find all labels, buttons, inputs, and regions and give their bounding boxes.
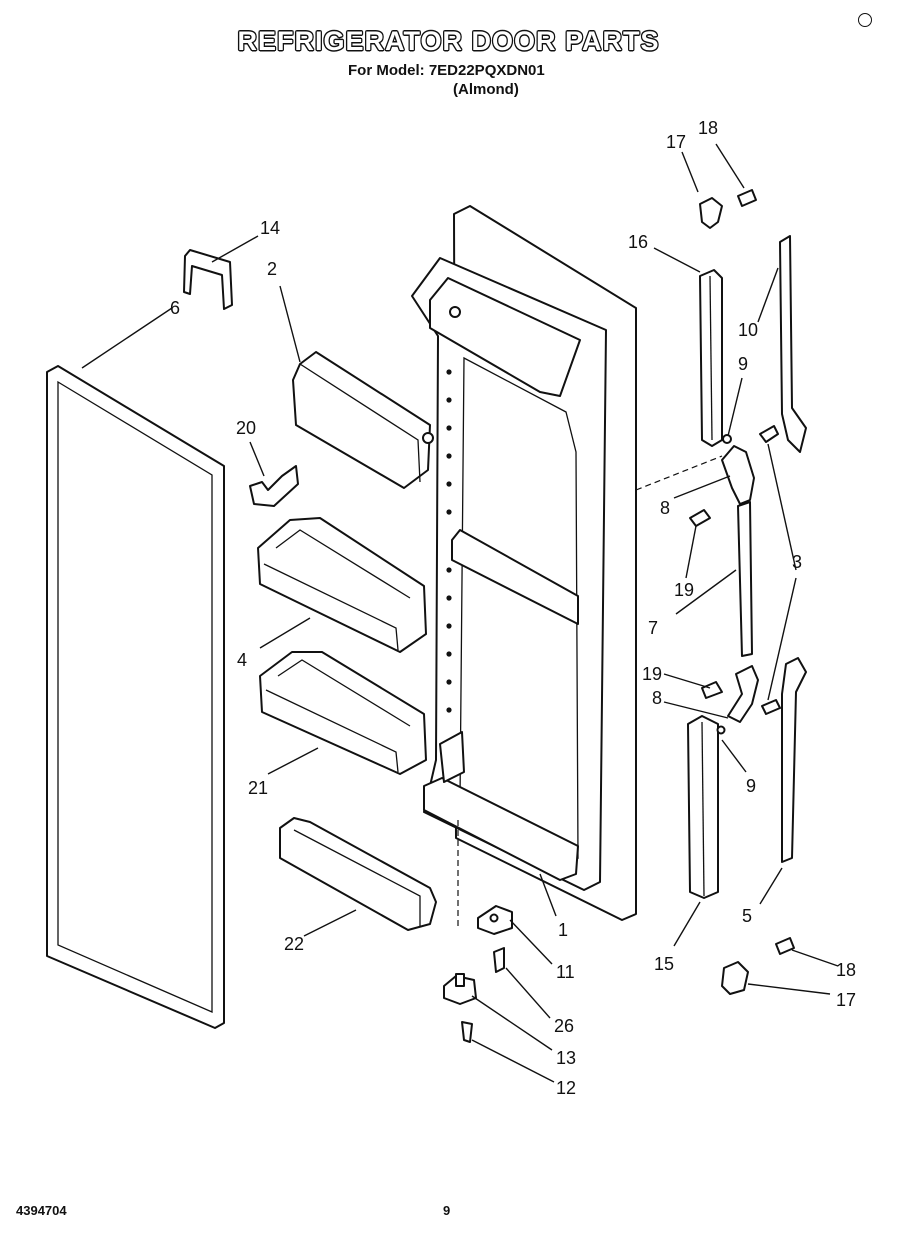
callout-17-bottom: 17 [836, 990, 856, 1010]
upper-trim-part [779, 235, 807, 453]
middle-trim-part [737, 501, 753, 657]
model-line: For Model: 7ED22PQXDN01 [348, 62, 545, 79]
leader-lines [81, 143, 839, 1083]
callout-12: 12 [556, 1078, 576, 1098]
callout-4: 4 [237, 650, 247, 670]
callout-5: 5 [742, 906, 752, 926]
gasket-part [46, 365, 225, 1029]
bottom-hinge-part [443, 973, 477, 1005]
bottom-bracket-part [477, 905, 513, 935]
callout-18-top: 18 [698, 118, 718, 138]
top-shelf-part [292, 351, 434, 489]
bottom-bin-part [279, 817, 437, 931]
page-number: 9 [443, 1203, 451, 1218]
bottom-cap-part [721, 961, 749, 995]
shelf-end-part [183, 249, 233, 310]
top-cap-screw-part [737, 189, 757, 207]
color-note: (Almond) [453, 81, 519, 98]
callout-2: 2 [267, 259, 277, 279]
callout-14: 14 [260, 218, 280, 238]
callout-10: 10 [738, 320, 758, 340]
clip-part [249, 465, 299, 507]
top-cap-part [699, 197, 723, 229]
callout-21: 21 [248, 778, 268, 798]
lower-handle-part [687, 715, 726, 899]
callout-22: 22 [284, 934, 304, 954]
callout-labels: 6 14 2 20 4 21 22 1 11 26 13 12 17 18 16… [170, 118, 856, 1098]
callout-9-top: 9 [738, 354, 748, 374]
small-screw-part [493, 947, 505, 973]
callout-7: 7 [648, 618, 658, 638]
callout-13: 13 [556, 1048, 576, 1068]
page-title: REFRIGERATOR DOOR PARTS [237, 26, 660, 56]
upper-handle-part [699, 269, 723, 447]
callout-15: 15 [654, 954, 674, 974]
lower-hinge-pin-part [761, 699, 781, 715]
lower-hinge-part [727, 665, 759, 723]
bottom-screw-part [461, 1021, 473, 1043]
lower-trim-part [781, 657, 807, 863]
callout-8-bottom: 8 [652, 688, 662, 708]
assembly-line-upper [635, 455, 723, 491]
callout-16: 16 [628, 232, 648, 252]
callout-1: 1 [558, 920, 568, 940]
callout-26: 26 [554, 1016, 574, 1036]
callout-20: 20 [236, 418, 256, 438]
callout-19-bottom: 19 [642, 664, 662, 684]
lower-hinge-screw-part [701, 681, 723, 699]
callout-9-bottom: 9 [746, 776, 756, 796]
callout-11: 11 [556, 962, 575, 982]
upper-hinge-screw-part [689, 509, 711, 527]
door-hole-column [446, 369, 452, 713]
callout-17-top: 17 [666, 132, 686, 152]
upper-bin-part [257, 517, 427, 653]
bottom-cap-screw-part [775, 937, 795, 955]
callout-3: 3 [792, 552, 802, 572]
lower-bin-part [259, 651, 427, 775]
door-part [411, 205, 637, 921]
corner-circle-mark [858, 13, 872, 27]
upper-hinge-pin-part [759, 425, 779, 443]
document-number: 4394704 [16, 1203, 67, 1218]
callout-8-top: 8 [660, 498, 670, 518]
callout-6: 6 [170, 298, 180, 318]
upper-hinge-part [721, 434, 755, 505]
callout-19-top: 19 [674, 580, 694, 600]
callout-18-bottom: 18 [836, 960, 856, 980]
